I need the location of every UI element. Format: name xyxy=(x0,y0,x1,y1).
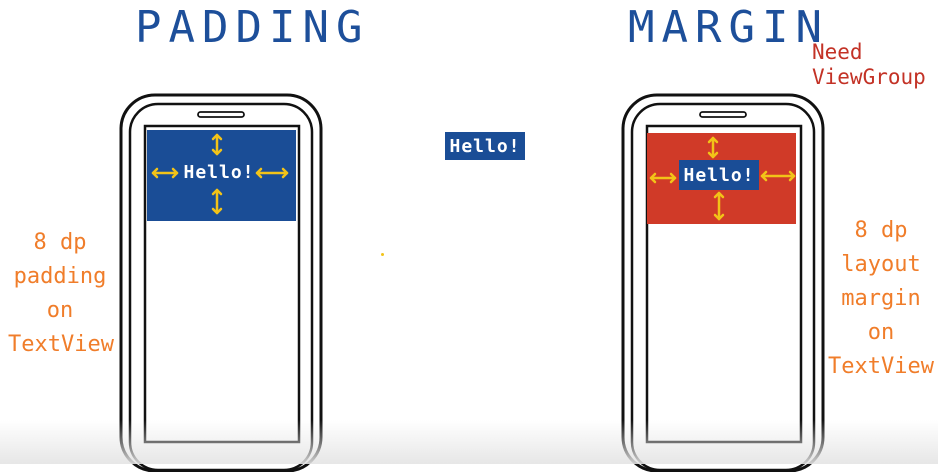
margin-note-line: margin xyxy=(841,286,921,311)
bottom-shade xyxy=(0,420,938,464)
margin-note: 8 dp layout margin on TextView xyxy=(826,214,936,384)
padding-note-line: on xyxy=(46,298,74,323)
padding-heading: PADDING xyxy=(135,2,370,53)
padding-note-line: TextView xyxy=(8,332,114,357)
margin-heading: MARGIN xyxy=(628,2,829,53)
margin-arrows xyxy=(649,136,796,221)
padding-textview xyxy=(147,130,296,221)
plain-hello-textview: Hello! xyxy=(445,132,525,160)
need-viewgroup-note: Need ViewGroup xyxy=(812,40,926,90)
margin-note-line: on xyxy=(867,320,895,345)
margin-note-line: 8 dp xyxy=(854,218,908,243)
padding-arrows xyxy=(151,133,289,215)
margin-note-line: TextView xyxy=(828,354,934,379)
padding-note-line: padding xyxy=(13,264,107,289)
padding-note-line: 8 dp xyxy=(33,230,87,255)
padding-hello-text: Hello! xyxy=(183,161,255,183)
yellow-dot xyxy=(381,253,384,256)
need-line: Need xyxy=(812,40,863,64)
margin-note-line: layout xyxy=(841,252,921,277)
viewgroup-line: ViewGroup xyxy=(812,65,926,89)
margin-hello-textview: Hello! xyxy=(679,160,759,190)
padding-note: 8 dp padding on TextView xyxy=(8,226,114,362)
